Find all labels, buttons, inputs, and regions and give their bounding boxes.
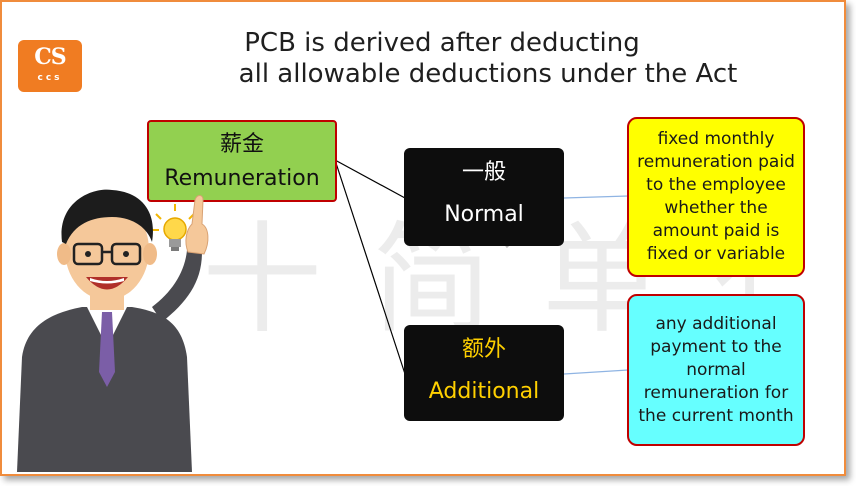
lightbulb-icon	[152, 204, 198, 251]
additional-en-label: Additional	[428, 379, 540, 404]
businessman-illustration	[17, 189, 209, 472]
title-line-1: PCB is derived after deducting	[244, 28, 640, 58]
connector-remuneration-normal	[334, 159, 406, 199]
connector-normal-note	[563, 195, 629, 199]
additional-definition-text: any additional payment to the normal rem…	[638, 313, 794, 426]
slide: 十 简 单 亻 CS ccs PCB is derived after dedu…	[0, 0, 846, 476]
raised-arm	[152, 250, 202, 322]
normal-zh-label: 一般	[461, 160, 506, 185]
necktie	[99, 312, 115, 387]
remuneration-box: 薪金 Remuneration	[147, 120, 337, 202]
normal-definition-text: fixed monthly remuneration paid to the e…	[637, 129, 795, 264]
left-ear	[57, 243, 71, 265]
left-glasses-lens	[72, 242, 104, 266]
additional-box: 额外 Additional	[404, 325, 564, 421]
remuneration-en-label: Remuneration	[164, 166, 320, 191]
slide-title: PCB is derived after deducting all allow…	[202, 28, 762, 90]
logo-sub-text: ccs	[37, 73, 63, 83]
suit-body	[17, 307, 192, 472]
company-logo: CS ccs	[18, 40, 82, 92]
right-ear	[143, 243, 157, 265]
connector-additional-note	[563, 369, 629, 375]
logo-main-text: CS	[34, 44, 66, 70]
remuneration-zh-label: 薪金	[219, 132, 264, 157]
normal-en-label: Normal	[444, 202, 524, 227]
connector-remuneration-additional	[334, 159, 406, 375]
pointing-hand	[185, 195, 209, 255]
right-glasses-lens	[110, 242, 142, 266]
title-line-2: all allowable deductions under the Act	[238, 59, 738, 89]
head	[65, 200, 149, 300]
hair	[61, 189, 153, 244]
additional-definition-note: any additional payment to the normal rem…	[627, 294, 805, 446]
normal-box: 一般 Normal	[404, 148, 564, 246]
normal-definition-note: fixed monthly remuneration paid to the e…	[627, 117, 805, 277]
additional-zh-label: 额外	[461, 337, 506, 362]
